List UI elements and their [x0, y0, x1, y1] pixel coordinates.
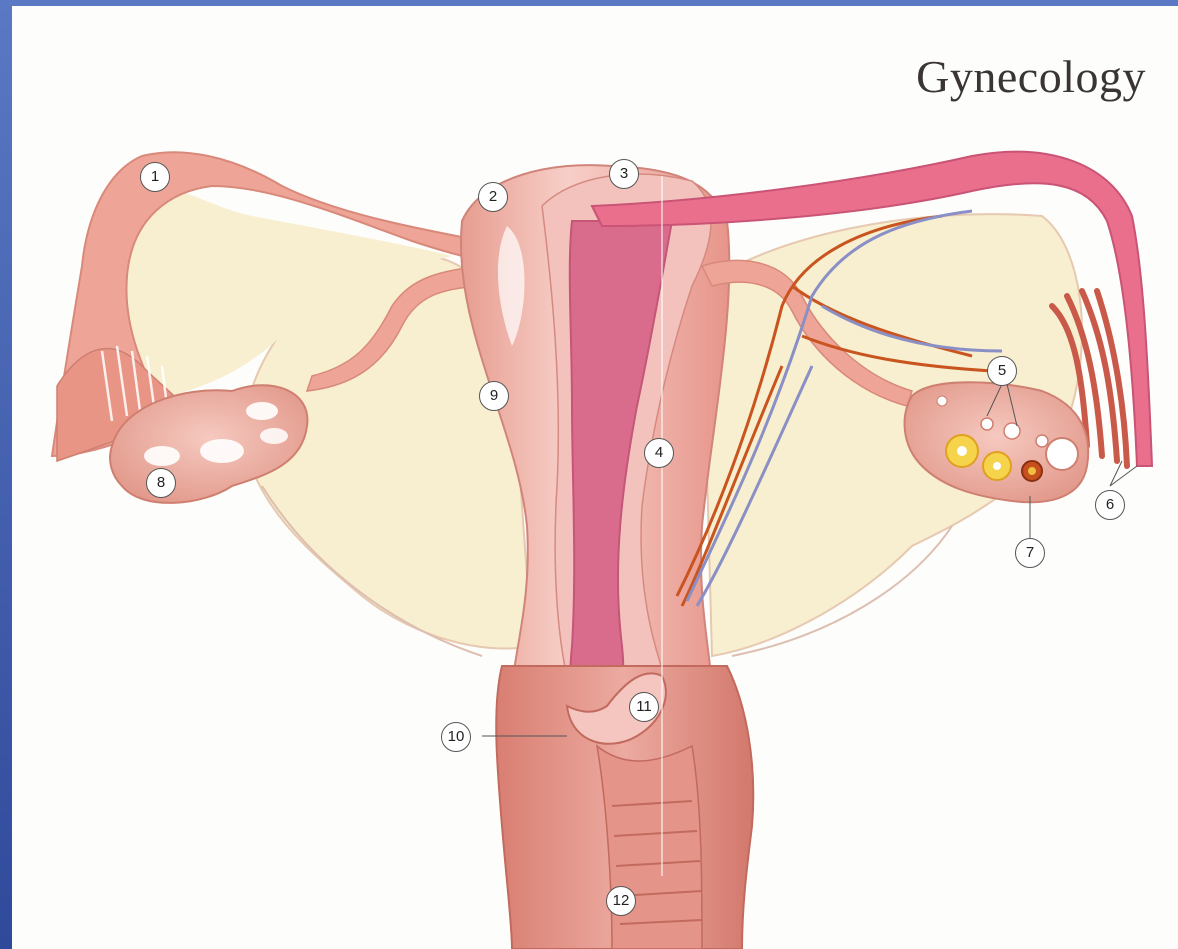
label-3: 3 [609, 159, 639, 189]
label-6: 6 [1095, 490, 1125, 520]
label-4: 4 [644, 438, 674, 468]
diagram-sheet: Gynecology 1 2 3 4 5 6 7 8 9 10 11 12 [12, 6, 1178, 949]
label-2: 2 [478, 182, 508, 212]
label-5: 5 [987, 356, 1017, 386]
label-8: 8 [146, 468, 176, 498]
uterus-illustration [12, 6, 1178, 949]
label-12: 12 [606, 886, 636, 916]
label-9: 9 [479, 381, 509, 411]
vaginal-canal [597, 746, 702, 949]
label-10: 10 [441, 722, 471, 752]
label-1: 1 [140, 162, 170, 192]
label-7: 7 [1015, 538, 1045, 568]
label-11: 11 [629, 692, 659, 722]
page-title: Gynecology [916, 50, 1146, 103]
